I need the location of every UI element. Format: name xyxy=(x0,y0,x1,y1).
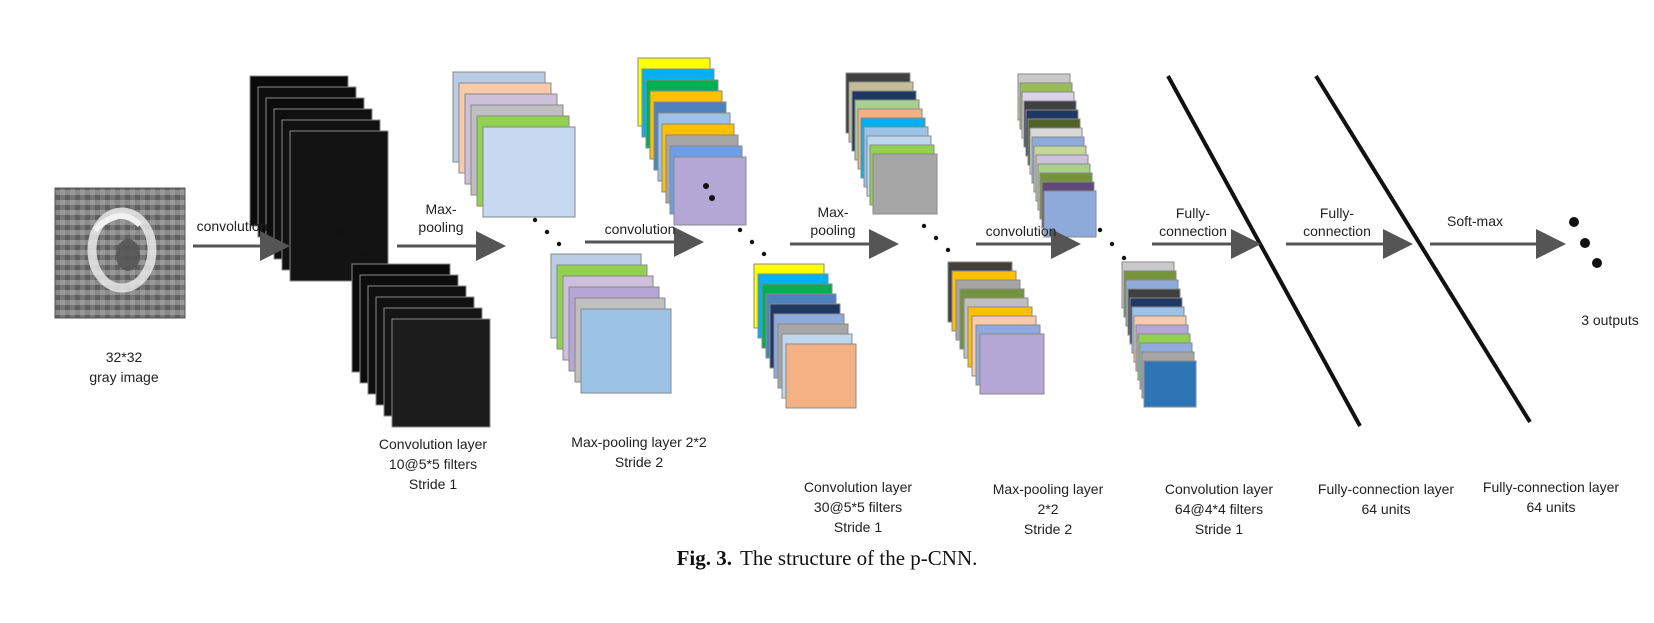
input-gray-image xyxy=(54,187,186,319)
label-output: 3 outputs xyxy=(1581,312,1639,328)
stack-conv3b xyxy=(1121,261,1197,408)
arrow-label-fully-connection-1: Fully-connection xyxy=(1159,205,1227,239)
arrow-label-convolution-1: convolution xyxy=(197,218,268,234)
feature-map xyxy=(785,343,857,409)
feature-map xyxy=(1143,360,1197,408)
fc1-line xyxy=(1166,75,1362,427)
stack-pool2b xyxy=(947,261,1045,395)
feature-map xyxy=(872,153,938,215)
stack-conv2 xyxy=(637,57,747,226)
stack-conv3 xyxy=(1017,73,1097,238)
arrow-label-convolution-2: convolution xyxy=(605,221,676,237)
feature-map xyxy=(979,333,1045,395)
output-dots xyxy=(1569,217,1602,268)
p-cnn-architecture-diagram: convolution Max-pooling convolution Max-… xyxy=(54,57,1639,537)
caption-text: The structure of the p-CNN. xyxy=(740,546,978,570)
feature-map xyxy=(580,308,672,394)
arrow-label-fully-connection-2: Fully-connection xyxy=(1303,205,1371,239)
arrows xyxy=(193,227,1566,261)
feature-map xyxy=(673,156,747,226)
stack-pool1b xyxy=(550,253,672,394)
arrow-label-maxpooling-2: Max-pooling xyxy=(810,204,855,238)
stack-conv2b xyxy=(753,263,857,409)
fc2-line xyxy=(1314,74,1532,424)
caption-fig-number: Fig. 3. xyxy=(676,546,733,570)
feature-map xyxy=(482,126,576,218)
feature-map xyxy=(391,318,491,428)
continuation-dots xyxy=(337,183,1127,261)
stack-pool2 xyxy=(845,72,938,215)
feature-map xyxy=(289,130,389,282)
stack-conv1b xyxy=(351,263,491,428)
arrow-label-softmax: Soft-max xyxy=(1447,213,1503,229)
arrow-label-convolution-3: convolution xyxy=(986,223,1057,239)
feature-map-stacks xyxy=(249,57,1197,428)
stack-pool1 xyxy=(452,71,576,218)
stack-conv1 xyxy=(249,75,389,282)
arrow-label-maxpooling-1: Max-pooling xyxy=(418,201,463,235)
figure-caption: Fig. 3. The structure of the p-CNN. xyxy=(0,546,1654,571)
